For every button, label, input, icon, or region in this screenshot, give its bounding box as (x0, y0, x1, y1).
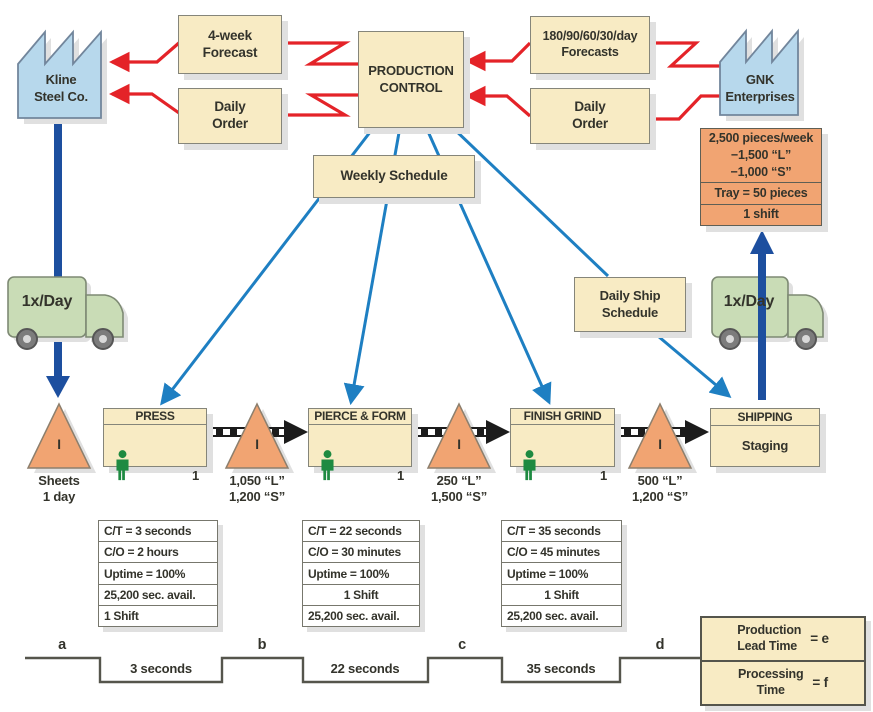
zigzag-forecast-to-pc (464, 41, 532, 72)
processing-time-row: Processing Time = f (702, 660, 864, 704)
data-row: C/O = 2 hours (99, 541, 217, 562)
data-row: C/T = 22 seconds (308, 524, 402, 539)
schedule-arrow-shipping (651, 329, 732, 399)
inventory-label-sheets: Sheets 1 day (38, 473, 80, 504)
data-row: C/O = 30 minutes (303, 541, 419, 562)
inventory-triangle-1 (26, 402, 92, 469)
process-title: PIERCE & FORM (309, 409, 411, 425)
operator-count: 1 (599, 467, 607, 483)
customer-demand-box: 2,500 pieces/week −1,500 “L” −1,000 “S” … (700, 128, 822, 226)
data-row: C/T = 3 seconds (104, 524, 192, 539)
production-lead-time-row: Production Lead Time = e (702, 618, 864, 660)
inventory-triangle-2 (224, 402, 290, 469)
production-control-box: PRODUCTION CONTROL (358, 31, 464, 128)
operator-count: 1 (191, 467, 199, 483)
data-box-press: C/T = 3 seconds C/O = 2 hours Uptime = 1… (98, 520, 218, 627)
production-lead-time-value: = e (810, 630, 829, 646)
inventory-triangle-3 (426, 402, 492, 469)
customer-name: GNK Enterprises (725, 72, 795, 104)
process-box-press: PRESS 1 (103, 408, 207, 483)
operator-icon (523, 450, 536, 481)
zigzag-pc-to-order (281, 93, 359, 117)
timeline-time-pierce: 22 seconds (330, 661, 400, 676)
operator-icon (321, 450, 334, 481)
zigzag-customer-to-order (648, 94, 722, 121)
schedule-arrows (160, 125, 732, 406)
timeline-time-grind: 35 seconds (526, 661, 596, 676)
processing-time-label: Processing Time (738, 667, 804, 697)
data-row: 25,200 sec. avail. (303, 604, 419, 626)
processing-time-value: = f (812, 674, 828, 690)
data-row: Uptime = 100% (303, 562, 419, 583)
inventory-label-after-grind: 500 “L” 1,200 “S” (631, 473, 688, 504)
zigzag-forecast-to-supplier (108, 40, 182, 73)
data-box-pierce-form: C/T = 22 seconds C/O = 30 minutes Uptime… (302, 520, 420, 627)
inbound-shipment-arrow (46, 116, 70, 398)
production-lead-time-label: Production Lead Time (737, 623, 802, 653)
operator-count: 1 (396, 467, 404, 483)
schedule-line-daily-ship (450, 125, 610, 278)
process-box-pierce-form: PIERCE & FORM 1 (308, 408, 412, 483)
inventory-triangle-4 (627, 402, 693, 469)
timeline-letter-b: b (257, 637, 267, 653)
data-row: 1 Shift (303, 583, 419, 605)
right-truck-frequency: 1x/Day (723, 293, 775, 310)
left-truck-frequency: 1x/Day (21, 293, 73, 310)
daily-order-left-box: Daily Order (178, 88, 282, 144)
electronic-info-arrows (108, 40, 722, 121)
daily-ship-schedule-box: Daily Ship Schedule (574, 277, 686, 332)
daily-order-right-box: Daily Order (530, 88, 650, 144)
demand-shift: 1 shift (701, 203, 821, 226)
process-box-shipping: SHIPPING Staging (710, 408, 820, 467)
supplier-name: Kline Steel Co. (34, 72, 88, 104)
forecasts-right-box: 180/90/60/30/day Forecasts (530, 16, 650, 74)
data-row: 1 Shift (502, 583, 621, 605)
timeline-ladder (25, 656, 700, 684)
process-title: SHIPPING (711, 409, 819, 426)
customer-factory-icon (719, 28, 804, 121)
process-title: PRESS (104, 409, 206, 425)
operator-icon (116, 450, 129, 481)
data-row: 25,200 sec. avail. (99, 583, 217, 605)
timeline-time-press: 3 seconds (130, 661, 192, 676)
weekly-schedule-box: Weekly Schedule (313, 155, 475, 198)
inventory-symbol: I (57, 437, 61, 452)
zigzag-customer-to-forecast (648, 41, 721, 68)
data-row: C/T = 35 seconds (507, 524, 601, 539)
process-title: FINISH GRIND (511, 409, 614, 425)
zigzag-order-to-pc (464, 85, 532, 118)
shipping-staging-label: Staging (741, 437, 789, 453)
demand-tray: Tray = 50 pieces (701, 182, 821, 204)
timeline-letter-c: c (458, 637, 466, 653)
demand-rates: 2,500 pieces/week −1,500 “L” −1,000 “S” (708, 131, 814, 179)
data-box-finish-grind: C/T = 35 seconds C/O = 45 minutes Uptime… (501, 520, 622, 627)
data-row: 25,200 sec. avail. (502, 604, 621, 626)
zigzag-order-to-supplier (108, 83, 180, 115)
left-truck-icon (7, 276, 128, 350)
supplier-factory-icon (17, 29, 107, 124)
inventory-triangles (26, 402, 693, 469)
inventory-symbol: I (658, 437, 662, 452)
data-row: Uptime = 100% (502, 562, 621, 583)
right-truck-icon (711, 276, 828, 350)
process-box-finish-grind: FINISH GRIND 1 (510, 408, 615, 483)
inventory-symbol: I (255, 437, 259, 452)
zigzag-pc-to-forecast (280, 41, 359, 66)
four-week-forecast-box: 4-week Forecast (178, 15, 282, 74)
data-row: Uptime = 100% (99, 562, 217, 583)
timeline-letter-a: a (58, 637, 66, 653)
lead-time-summary-box: Production Lead Time = e Processing Time… (700, 616, 866, 706)
inventory-symbol: I (457, 437, 461, 452)
inventory-label-after-pierce: 250 “L” 1,500 “S” (430, 473, 487, 504)
data-row: 1 Shift (99, 604, 217, 626)
data-row: C/O = 45 minutes (502, 541, 621, 562)
inventory-label-after-press: 1,050 “L” 1,200 “S” (228, 473, 285, 504)
timeline-letter-d: d (655, 637, 665, 653)
outbound-shipment-arrow (750, 230, 774, 400)
